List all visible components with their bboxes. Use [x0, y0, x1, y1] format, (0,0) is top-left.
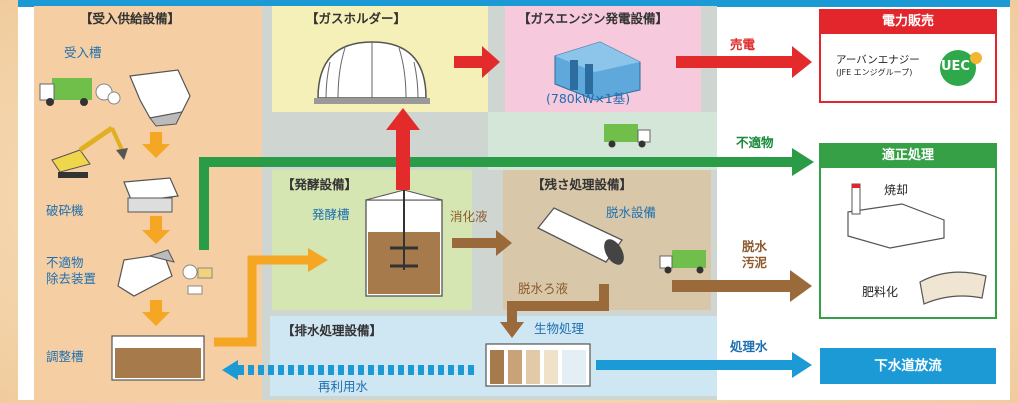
flow-arrow-filtrate [500, 284, 609, 338]
label-filtrate: 脱水ろ液 [518, 281, 569, 296]
flow-arrow-reuse-water [222, 360, 474, 380]
flow-arrow-digestate [452, 230, 512, 256]
adjustment-tank-icon [111, 335, 205, 381]
incinerator-icon [847, 183, 945, 249]
bio-tank-icon [485, 343, 591, 387]
flow-arrow-unsuitable [199, 148, 814, 250]
dome-icon [314, 41, 430, 104]
truck-icon [604, 124, 651, 148]
label-reuse-water: 再利用水 [318, 379, 369, 394]
section-title-gas-engine: 【ガスエンジン発電設備】 [518, 11, 669, 26]
flow-label-treated-water: 処理水 [730, 339, 768, 354]
top-bar [18, 0, 1010, 7]
sewer-title: 下水道放流 [874, 358, 942, 374]
label-fermenter: 発酵槽 [312, 207, 350, 222]
section-title-gas-holder: 【ガスホルダー】 [306, 11, 407, 26]
flow-arrow-feed [214, 248, 328, 347]
proper-treatment-header [820, 144, 996, 168]
generator-icon [554, 41, 641, 101]
power-company-group: (JFE エンジグループ) [836, 68, 913, 77]
flow-label-sludge-1: 脱水 [742, 239, 768, 254]
label-digestate: 消化液 [450, 209, 488, 224]
label-foreign-removal-1: 不適物 [46, 255, 84, 270]
crusher-icon [123, 177, 179, 213]
uec-logo-icon [940, 50, 982, 86]
label-fertilizer: 肥料化 [862, 285, 899, 299]
hopper-icon [129, 69, 191, 127]
compost-icon [919, 271, 987, 305]
section-title-residue: 【残さ処理設備】 [532, 177, 633, 192]
flow-arrow-gas [454, 46, 500, 78]
section-title-drainage: 【排水処理設備】 [282, 323, 383, 338]
centrifuge-icon [536, 207, 624, 265]
section-title-fermentation: 【発酵設備】 [282, 177, 358, 192]
flow-arrow-treated-water [596, 352, 812, 378]
label-foreign-removal-2: 除去装置 [46, 271, 97, 286]
flow-arrow-orange [142, 132, 170, 326]
flow-arrow-biogas [386, 108, 420, 190]
separator-icon [117, 249, 213, 297]
flow-label-unsuitable: 不適物 [736, 135, 774, 150]
label-crusher: 破砕機 [46, 203, 84, 218]
flow-label-sludge-2: 汚泥 [742, 255, 768, 270]
label-engine-capacity: (780kW×1基) [546, 91, 631, 106]
fermenter-icon [365, 189, 443, 297]
label-bio-treatment: 生物処理 [534, 321, 585, 336]
proper-treatment-title: 適正処理 [881, 148, 934, 163]
flow-arrow-electricity [676, 46, 812, 78]
power-company-name: アーバンエナジー [836, 54, 920, 66]
excavator-icon [51, 125, 128, 178]
truck-icon [39, 78, 121, 106]
sewer-box [820, 348, 996, 384]
label-receiving-tank: 受入槽 [64, 45, 102, 60]
flow-arrow-sludge [672, 270, 812, 302]
label-dewatering: 脱水設備 [606, 205, 657, 220]
section-title-intake: 【受入供給設備】 [80, 11, 181, 26]
flow-label-electricity: 売電 [730, 37, 756, 52]
uec-logo-text: UEC [941, 59, 970, 74]
power-sales-title: 電力販売 [881, 14, 934, 29]
label-adjustment-tank: 調整槽 [46, 349, 84, 364]
power-sales-header [820, 10, 996, 34]
truck-icon [659, 250, 706, 274]
label-incineration: 焼却 [884, 183, 909, 197]
